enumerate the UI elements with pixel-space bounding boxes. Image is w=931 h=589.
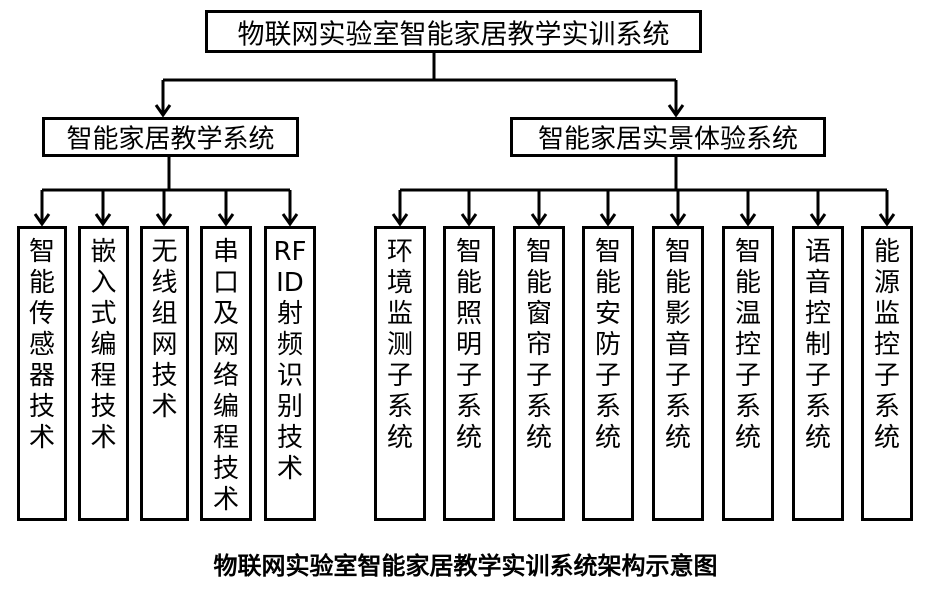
leaf-node: 智能照明子系统 (443, 226, 495, 521)
diagram-caption: 物联网实验室智能家居教学实训系统架构示意图 (213, 552, 718, 580)
leaf-label: 智能照明子系统 (455, 237, 482, 453)
arrowhead (154, 104, 172, 118)
leaf-label: 智能温控子系统 (734, 237, 761, 453)
leaf-node: 嵌入式编程技术 (78, 226, 129, 521)
leaf-node: 智能影音子系统 (652, 226, 704, 521)
arrowhead (669, 213, 687, 227)
branch-node-teaching-label: 智能家居教学系统 (66, 124, 275, 155)
arrowhead (667, 104, 685, 118)
arrowhead (217, 213, 235, 227)
leaf-node: 智能传感器技术 (17, 226, 67, 521)
leaf-label: 智能窗帘子系统 (525, 237, 552, 453)
leaf-label: 环境监测子系统 (386, 237, 413, 453)
arrowhead (878, 213, 896, 227)
leaf-label: 能源监控子系统 (873, 237, 900, 453)
leaf-node: 环境监测子系统 (374, 226, 426, 521)
leaf-label: 智能传感器技术 (28, 237, 55, 453)
leaf-label: 串口及网络编程技术 (212, 237, 239, 515)
leaf-node: 智能窗帘子系统 (513, 226, 565, 521)
leaf-node: 智能安防子系统 (582, 226, 634, 521)
leaf-label: 语音控制子系统 (804, 237, 831, 453)
leaf-label: 无线组网技术 (151, 237, 178, 422)
leaf-label: 智能影音子系统 (664, 237, 691, 453)
leaf-node: RFID射频识别技术 (264, 226, 316, 521)
leaf-node: 无线组网技术 (140, 226, 189, 521)
leaf-node: 能源监控子系统 (861, 226, 913, 521)
branch-node-teaching: 智能家居教学系统 (42, 117, 299, 157)
arrowhead (739, 213, 757, 227)
arrowhead (155, 213, 173, 227)
arrowhead (94, 213, 112, 227)
leaf-node: 串口及网络编程技术 (200, 226, 252, 521)
arrowhead (281, 213, 299, 227)
arrowhead (460, 213, 478, 227)
arrowhead (530, 213, 548, 227)
root-node: 物联网实验室智能家居教学实训系统 (205, 10, 702, 53)
arrowhead (809, 213, 827, 227)
root-node-label: 物联网实验室智能家居教学实训系统 (237, 19, 670, 50)
branch-node-experience: 智能家居实景体验系统 (510, 117, 826, 157)
leaf-node: 智能温控子系统 (722, 226, 774, 521)
branch-node-experience-label: 智能家居实景体验系统 (537, 124, 798, 155)
leaf-label: 嵌入式编程技术 (90, 237, 117, 453)
leaf-node: 语音控制子系统 (792, 226, 844, 521)
leaf-label: 智能安防子系统 (594, 237, 621, 453)
leaf-label: RFID射频识别技术 (273, 237, 307, 484)
arrowhead (599, 213, 617, 227)
arrowhead (391, 213, 409, 227)
arrowhead (33, 213, 51, 227)
